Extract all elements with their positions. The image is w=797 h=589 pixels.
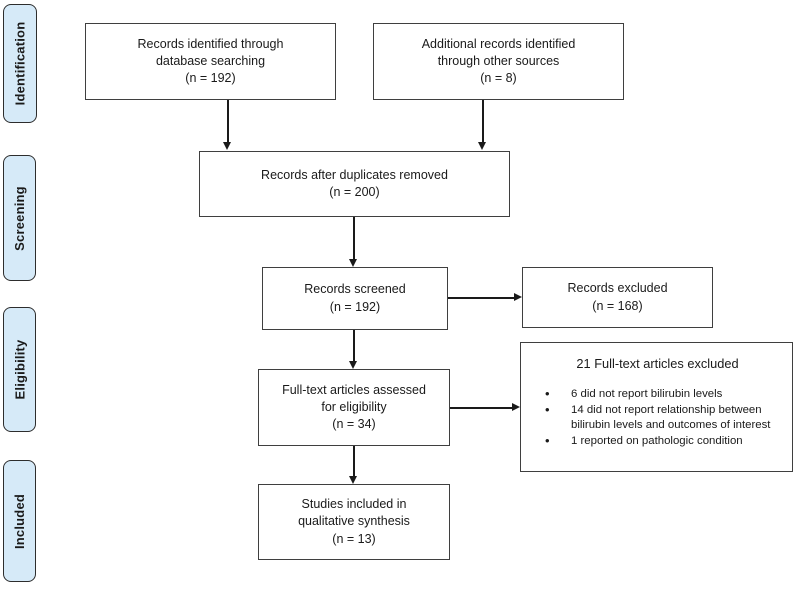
stage-included: Included [3, 460, 36, 582]
node-fulltext-excluded: 21 Full-text articles excluded 6 did not… [520, 342, 793, 472]
node-fulltext-excluded-title: 21 Full-text articles excluded [576, 356, 739, 371]
arrow-fulltext-to-included-line [353, 446, 355, 477]
node-studies-included-text: Studies included in qualitative synthesi… [298, 497, 410, 546]
fulltext-excluded-reason: 14 did not report relationship between b… [545, 402, 784, 432]
node-records-excluded-text: Records excluded (n = 168) [567, 281, 668, 313]
stage-eligibility: Eligibility [3, 307, 36, 432]
node-additional-records-text: Additional records identified through ot… [421, 36, 576, 86]
fulltext-excluded-reason: 6 did not report bilirubin levels [545, 386, 784, 402]
stage-eligibility-label: Eligibility [12, 339, 28, 400]
fulltext-excluded-reason: 1 reported on pathologic condition [545, 433, 784, 449]
stage-included-label: Included [12, 493, 27, 549]
arrow-additional-to-duplicates-line [482, 100, 484, 143]
node-records-excluded: Records excluded (n = 168) [522, 267, 713, 328]
node-records-screened: Records screened (n = 192) [262, 267, 448, 330]
arrow-duplicates-to-screened-head-icon [349, 259, 357, 267]
arrow-screened-to-excluded-head-icon [514, 293, 522, 301]
arrow-additional-to-duplicates-head-icon [478, 142, 486, 150]
arrow-screened-to-excluded-line [448, 297, 514, 299]
arrow-identified-to-duplicates-head-icon [223, 142, 231, 150]
arrow-duplicates-to-screened-line [353, 217, 355, 260]
stage-screening-label: Screening [12, 185, 27, 251]
arrow-fulltext-to-excluded-line [450, 407, 512, 409]
stage-identification: Identification [3, 4, 37, 123]
node-records-identified-database: Records identified through database sear… [85, 23, 336, 100]
arrow-screened-to-fulltext-head-icon [349, 361, 357, 369]
node-fulltext-assessed-text: Full-text articles assessed for eligibil… [282, 382, 426, 432]
arrow-fulltext-to-included-head-icon [349, 476, 357, 484]
arrow-screened-to-fulltext-line [353, 330, 355, 362]
arrow-identified-to-duplicates-line [227, 100, 229, 143]
node-records-identified-database-text: Records identified through database sear… [137, 36, 284, 86]
node-duplicates-removed-text: Records after duplicates removed (n = 20… [261, 167, 448, 199]
fulltext-excluded-reason-list: 6 did not report bilirubin levels 14 did… [531, 386, 784, 450]
node-fulltext-assessed: Full-text articles assessed for eligibil… [258, 369, 450, 446]
stage-identification-label: Identification [12, 21, 28, 106]
stage-screening: Screening [3, 155, 36, 281]
node-duplicates-removed: Records after duplicates removed (n = 20… [199, 151, 510, 217]
node-additional-records: Additional records identified through ot… [373, 23, 624, 100]
arrow-fulltext-to-excluded-head-icon [512, 403, 520, 411]
node-records-screened-text: Records screened (n = 192) [304, 282, 406, 314]
node-studies-included: Studies included in qualitative synthesi… [258, 484, 450, 560]
